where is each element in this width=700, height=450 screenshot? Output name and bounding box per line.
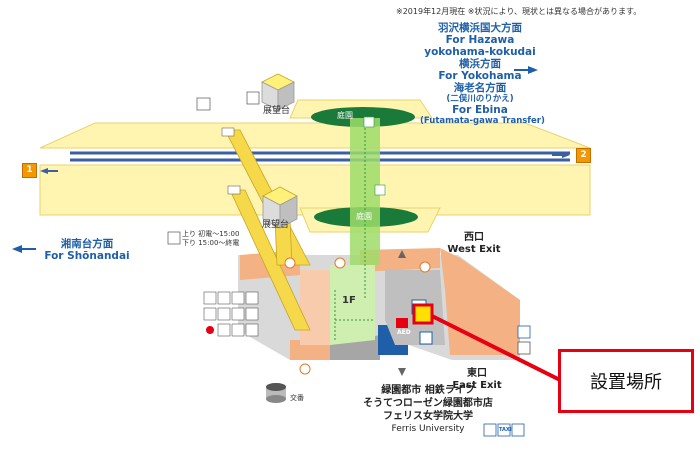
floor-label: 1F (342, 295, 356, 306)
dest-right-line-3: yokohama-kokudai (424, 46, 536, 58)
west-exit-label: 西口 West Exit (444, 232, 504, 256)
green-concourse (330, 265, 375, 345)
aed-label: AED (397, 329, 411, 336)
escalator-icon-lower (167, 231, 181, 245)
shop-area-gray (330, 335, 380, 360)
aed-icon (396, 318, 408, 328)
dest-right-line-4: 横浜方面 (459, 58, 501, 70)
escalator-icon (196, 97, 211, 111)
dest-right-line-9: (Futamata-gawa Transfer) (420, 116, 545, 126)
west-exit-en: West Exit (447, 244, 501, 255)
install-location-label: 設置場所 (558, 349, 694, 413)
dest-right-line-6: 海老名方面 (453, 82, 507, 94)
elevator-icon (246, 91, 260, 105)
garden-lower-label: 庭園 (356, 212, 372, 221)
dest-right-line-2: For Hazawa (445, 34, 515, 46)
taxi-icon (497, 423, 511, 437)
east-exit-ja: 東口 (467, 368, 487, 379)
east-exit-label: 東口 East Exit (447, 368, 507, 392)
dest-right-line-1: 羽沢横浜国大方面 (438, 22, 522, 34)
escalator-hours: 上り 初電～15:00 下り 15:00～終電 (182, 230, 239, 248)
dest-right-line-5: For Yokohama (438, 70, 522, 82)
phone-icon-bottom (483, 423, 497, 437)
green-corridor (350, 118, 380, 265)
dest-right-line-8: For Ebina (452, 104, 508, 116)
facility-line-3: フェリス女学院大学 (383, 411, 473, 422)
dest-left-line-2: For Shōnandai (44, 250, 130, 262)
install-location-leader-line (431, 314, 561, 382)
status-note: ※2019年12月現在 ※状況により、現状とは異なる場合があります。 (396, 7, 642, 16)
destinations-right: 羽沢横浜国大方面 For Hazawa yokohama-kokudai 横浜方… (420, 22, 545, 126)
garden-upper (311, 107, 415, 127)
coin-locker-icon (517, 341, 531, 355)
dest-right-line-7: (二俣川のりかえ) (446, 94, 514, 104)
escalator-up-hours: 上り 初電～15:00 (182, 230, 240, 238)
nearby-facilities: 緑園都市 相鉄ライフ そうてつローゼン緑園都市店 フェリス女学院大学 Ferri… (358, 384, 498, 436)
garden-upper-label: 庭園 (337, 111, 353, 120)
facility-line-1: 緑園都市 相鉄ライフ (381, 385, 475, 396)
koban-label: 交番 (290, 394, 304, 402)
observation-deck-upper-label: 展望台 (263, 106, 291, 116)
facility-line-2: そうてつローゼン緑園都市店 (363, 398, 493, 409)
platform-upper (39, 122, 591, 149)
platform-number-1: 1 (22, 163, 37, 178)
facility-line-4: Ferris University (391, 424, 465, 434)
facility-icon-grid (203, 291, 259, 337)
install-location-marker (412, 303, 434, 325)
phone-icon (517, 325, 531, 339)
west-exit-ja: 西口 (464, 232, 484, 243)
platform-lower (39, 164, 591, 216)
taxi-label: TAXI (499, 427, 512, 433)
east-exit-en: East Exit (452, 380, 502, 391)
observation-deck-lower-label: 展望台 (262, 220, 290, 230)
dest-left-line-1: 湘南台方面 (60, 238, 114, 250)
escalator-down-hours: 下り 15:00～終電 (182, 239, 240, 247)
bus-icon (511, 423, 525, 437)
install-location-text: 設置場所 (590, 372, 662, 393)
platform-number-2: 2 (576, 148, 591, 163)
destinations-left: 湘南台方面 For Shōnandai (42, 238, 132, 262)
arrow-left-icon (12, 245, 22, 253)
building-left (300, 270, 330, 345)
arrow-right-icon (528, 66, 538, 74)
